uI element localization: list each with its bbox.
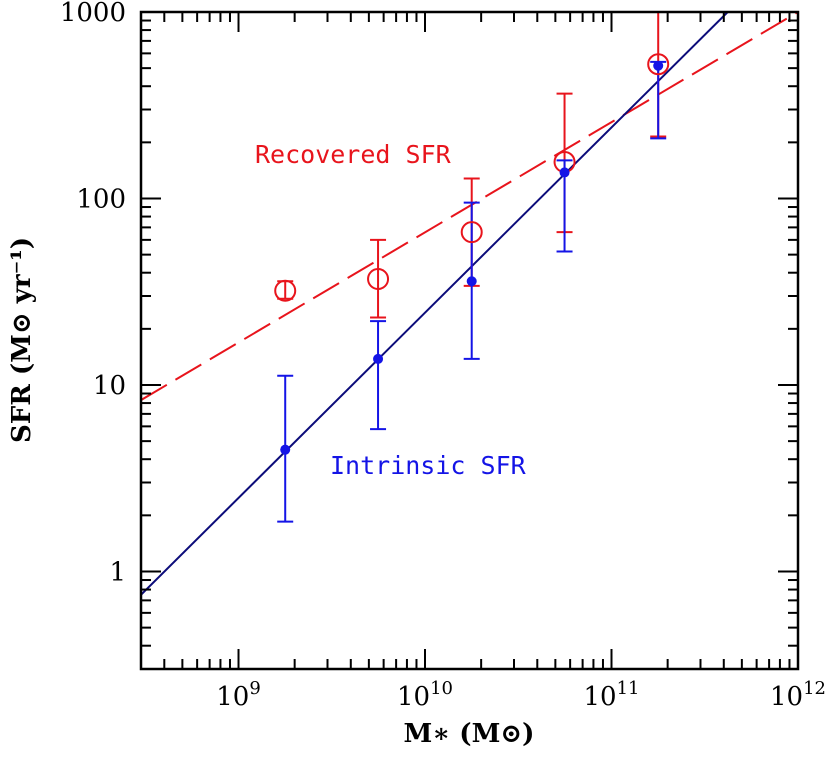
series-label-recovered: Recovered SFR <box>255 140 452 169</box>
fit-lines <box>141 12 798 596</box>
y-axis-title: SFR (M⊙ yr⁻¹) <box>7 237 37 443</box>
y-tick-label: 100 <box>76 184 126 214</box>
y-tick-label: 1000 <box>60 0 126 28</box>
data-point-intrinsic <box>559 167 570 178</box>
plot-frame <box>139 10 800 671</box>
data-point-intrinsic <box>653 60 664 71</box>
tick-labels: 109 1010 1011 1012 1 10 100 1000 <box>60 0 826 712</box>
data-point-intrinsic <box>466 276 477 287</box>
series-label-intrinsic: Intrinsic SFR <box>330 451 527 480</box>
x-tick-label: 1011 <box>584 678 640 712</box>
data-point-recovered <box>647 53 670 76</box>
x-axis-title: M∗ (M⊙) <box>404 719 535 749</box>
data-point-intrinsic <box>280 444 291 455</box>
axis-ticks <box>140 11 799 670</box>
data-point-intrinsic <box>373 353 384 364</box>
x-tick-label: 109 <box>216 678 261 712</box>
x-tick-label: 1010 <box>397 678 453 712</box>
data-point-recovered <box>274 279 297 302</box>
markers <box>274 53 670 455</box>
x-tick-label: 1012 <box>770 678 826 712</box>
fit-line-intrinsic <box>141 12 729 596</box>
y-tick-label: 1 <box>109 557 126 587</box>
data-point-recovered <box>460 221 483 244</box>
y-tick-label: 10 <box>93 371 126 401</box>
data-point-recovered <box>367 268 390 291</box>
error-bars <box>277 12 667 523</box>
fit-line-recovered <box>141 12 798 401</box>
